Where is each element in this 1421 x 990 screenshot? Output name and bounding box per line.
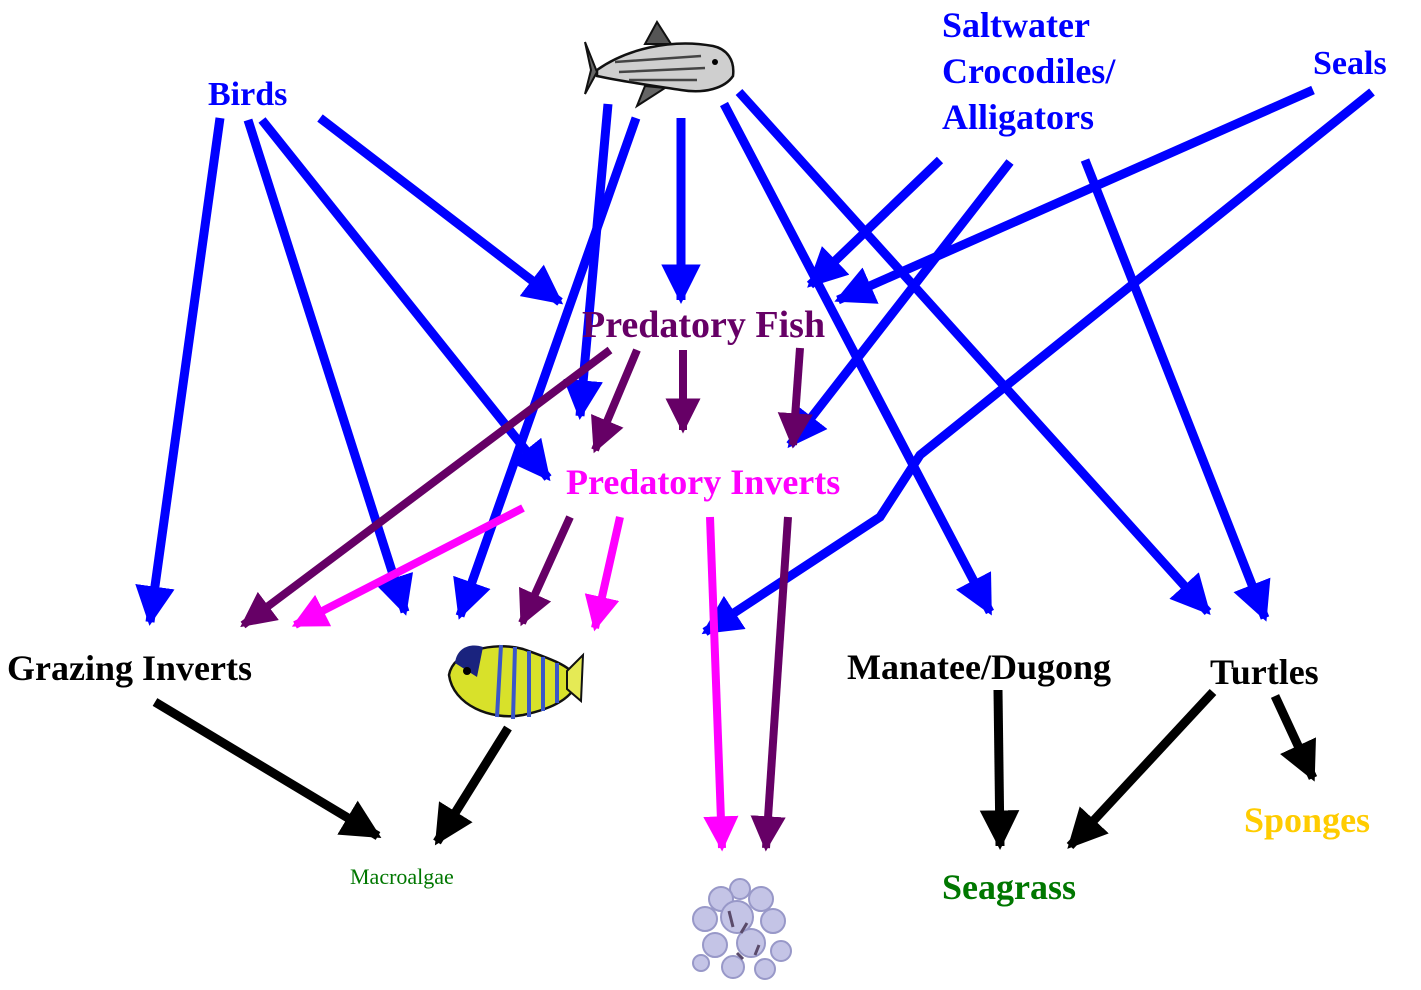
predatory-inverts-label: Predatory Inverts — [566, 464, 840, 500]
predatory-fish-label: Predatory Fish — [582, 306, 825, 344]
angelfish-icon — [449, 645, 583, 719]
grazing-inverts-label: Grazing Inverts — [7, 650, 252, 686]
seals-label: Seals — [1313, 47, 1387, 81]
shark-icon — [585, 22, 733, 106]
seagrass-label: Seagrass — [942, 869, 1076, 905]
birds-label: Birds — [208, 78, 287, 112]
turtles-label: Turtles — [1210, 654, 1319, 690]
macroalgae-label: Macroalgae — [350, 866, 454, 888]
manatee-dugong-label: Manatee/Dugong — [847, 649, 1111, 685]
sponges-label: Sponges — [1244, 802, 1370, 838]
bird-arrows — [150, 118, 560, 622]
coral-icon — [693, 879, 791, 979]
shark-arrows — [460, 92, 1208, 616]
crocodiles-label: Saltwater Crocodiles/ Alligators — [942, 2, 1115, 140]
herbivore-arrows — [155, 690, 1313, 846]
